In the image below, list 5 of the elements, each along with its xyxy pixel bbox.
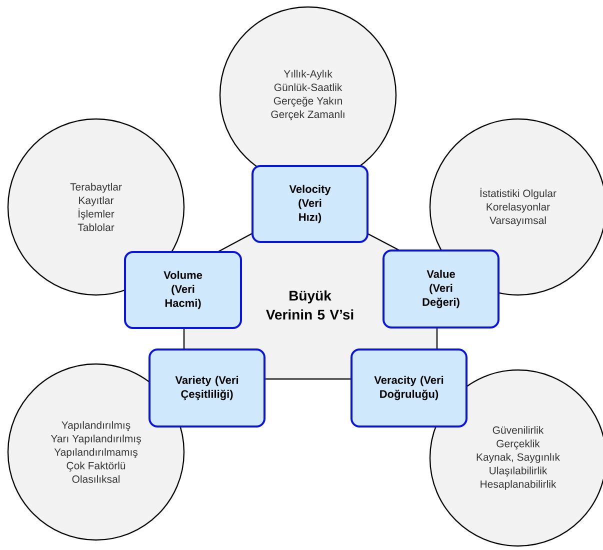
category-box: Value (Veri Değeri) (382, 250, 500, 328)
category-box: Variety (Veri Çeşitliliği) (148, 348, 266, 428)
category-box: Velocity (Veri Hızı) (252, 165, 368, 243)
category-box: Veracity (Veri Doğruluğu) (350, 348, 468, 428)
category-box: Volume (Veri Hacmi) (124, 251, 242, 329)
